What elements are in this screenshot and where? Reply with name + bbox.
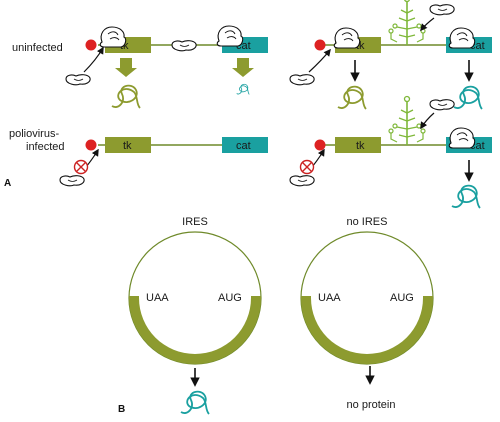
ires-structure-icon	[388, 95, 426, 146]
ribosome-icon	[333, 27, 361, 49]
cat-gene-box	[222, 137, 268, 153]
cat-expression-arrow	[232, 58, 254, 77]
cap-icon	[314, 39, 326, 51]
tk-label: tk	[120, 40, 129, 52]
circular-mrna-ires: IRES UAA AUG	[128, 216, 262, 415]
eif4g-icon	[65, 74, 91, 86]
protein-coil-icon	[180, 390, 210, 415]
protein-coil-icon	[451, 184, 481, 209]
eif4g-icon	[429, 4, 455, 16]
tk-label: tk	[123, 140, 132, 152]
circular-mrna-no-ires: no IRES UAA AUG no protein	[300, 216, 434, 411]
arrow-icon	[420, 17, 435, 32]
inhibition-icon	[299, 159, 315, 175]
eif4g-icon	[289, 175, 315, 187]
protein-coil-icon	[453, 85, 483, 110]
orf-arc	[301, 298, 433, 364]
cap-icon	[85, 139, 97, 151]
arrow-icon	[83, 46, 104, 73]
orf-arc	[129, 298, 261, 364]
tk-gene-box	[105, 137, 151, 153]
arrow-icon	[420, 112, 435, 130]
ribosome-icon	[448, 127, 476, 149]
no-protein-label: no protein	[347, 399, 396, 411]
no-ires-label: no IRES	[347, 216, 388, 228]
ribosome-icon	[99, 26, 127, 48]
eif4g-icon	[289, 74, 315, 86]
cat-label: cat	[236, 140, 251, 152]
tk-gene-box	[335, 137, 381, 153]
eif4g-icon	[171, 40, 197, 52]
protein-coil-icon	[111, 84, 141, 109]
row-label-infected-1: poliovirus-	[9, 128, 59, 140]
uaa-label: UAA	[146, 292, 169, 304]
ires-structure-icon	[388, 0, 426, 46]
cap-icon	[85, 39, 97, 51]
panel-b-label: B	[118, 404, 125, 415]
tk-label: tk	[356, 40, 365, 52]
tk-expression-arrow	[115, 58, 137, 77]
row-label-infected-2: infected	[26, 141, 65, 153]
row-label-uninfected: uninfected	[12, 42, 63, 54]
aug-label: AUG	[390, 292, 414, 304]
construct-uninfected-right: tk cat	[289, 0, 492, 110]
protein-coil-icon	[337, 85, 367, 110]
ribosome-icon	[216, 25, 244, 47]
construct-infected-right: tk cat	[289, 95, 492, 209]
eif4g-icon	[429, 99, 455, 111]
construct-infected-left: tk cat	[59, 137, 268, 187]
tk-label: tk	[356, 140, 365, 152]
ires-label: IRES	[182, 216, 208, 228]
eif4g-icon	[59, 175, 85, 187]
uaa-label: UAA	[318, 292, 341, 304]
panel-a-label: A	[4, 178, 11, 189]
construct-uninfected-left: tk cat	[65, 25, 268, 109]
arrow-icon	[308, 48, 331, 73]
aug-label: AUG	[218, 292, 242, 304]
protein-coil-icon	[236, 83, 250, 95]
inhibition-icon	[73, 159, 89, 175]
ribosome-icon	[448, 27, 476, 49]
cap-icon	[314, 139, 326, 151]
